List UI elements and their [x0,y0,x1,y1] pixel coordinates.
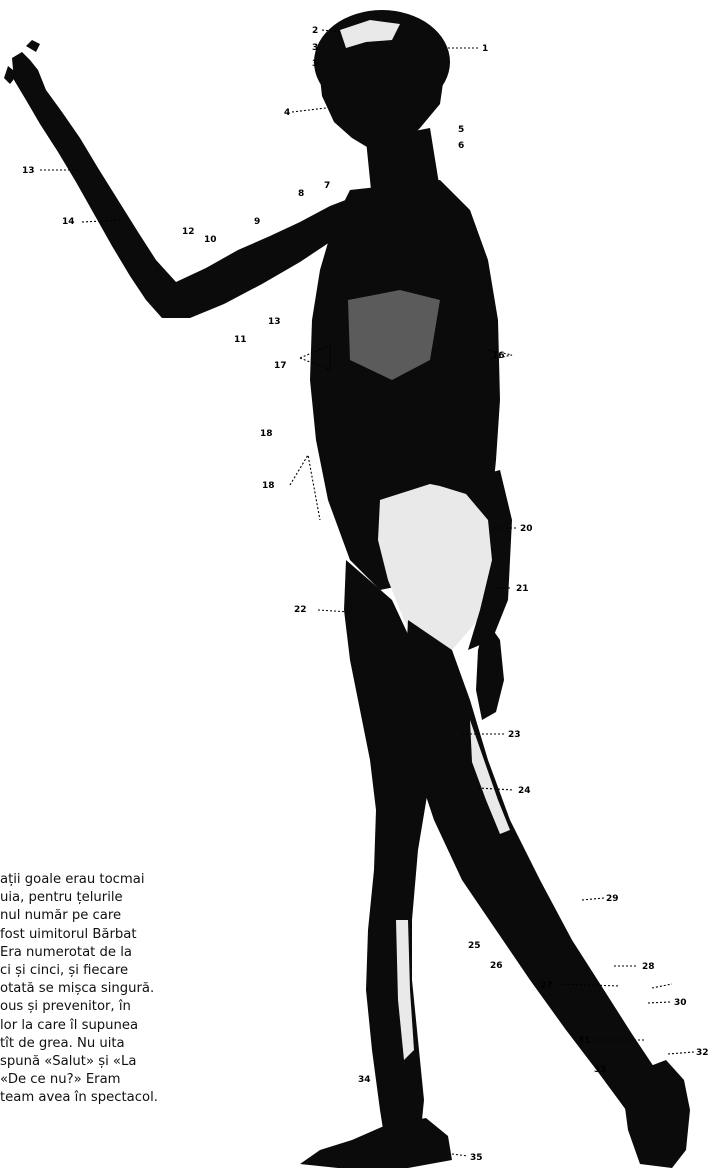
label-13a: 13 [22,166,35,176]
label-32: 32 [696,1048,709,1058]
label-3a: 3 [312,43,318,53]
text-line: lor la care îl supunea [0,1017,238,1035]
label-3b: 3 [312,59,318,69]
label-1: 1 [482,44,488,54]
label-7: 7 [324,181,330,191]
label-11: 11 [234,335,247,345]
label-22: 22 [294,605,307,615]
label-28: 28 [642,962,655,972]
text-line: nul număr pe care [0,907,238,925]
text-line: ci și cinci, și fiecare [0,962,238,980]
label-12: 12 [182,227,195,237]
label-10: 10 [204,235,217,245]
raised-arm [12,52,364,318]
label-6: 6 [458,141,464,151]
text-line: fost uimitorul Bărbat [0,926,238,944]
text-line: uia, pentru țelurile [0,889,238,907]
text-line: team avea în spectacol. [0,1089,238,1107]
label-4: 4 [284,108,290,118]
label-18b: 18 [262,481,275,491]
text-line: spună «Salut» și «La [0,1053,238,1071]
label-27: 27 [540,981,553,991]
label-24: 24 [518,786,531,796]
label-31: 31 [578,1036,591,1046]
label-14: 14 [62,217,75,227]
text-line: Era numerotat de la [0,944,238,962]
label-2: 2 [312,26,318,36]
label-26: 26 [490,961,503,971]
label-16: 16 [492,351,505,361]
text-line: otată se mișca singură. [0,980,238,998]
label-23: 23 [508,730,521,740]
label-29: 29 [606,894,619,904]
text-line: ous și prevenitor, în [0,998,238,1016]
label-35: 35 [470,1153,483,1163]
label-33: 33 [594,1065,607,1075]
label-17: 17 [274,361,287,371]
label-5: 5 [458,125,464,135]
label-8: 8 [298,189,304,199]
text-line: «De ce nu?» Eram [0,1071,238,1089]
label-34: 34 [358,1075,371,1085]
rear-foot [300,1118,452,1168]
label-13b: 13 [268,317,281,327]
label-25: 25 [468,941,481,951]
label-20: 20 [520,524,533,534]
front-leg [404,620,672,1130]
label-30: 30 [674,998,687,1008]
text-line: tît de grea. Nu uita [0,1035,238,1053]
text-line: ații goale erau tocmai [0,871,238,889]
body-text: ații goale erau tocmai uia, pentru țelur… [0,871,238,1174]
label-18a: 18 [260,429,273,439]
label-9: 9 [254,217,260,227]
label-21: 21 [516,584,529,594]
